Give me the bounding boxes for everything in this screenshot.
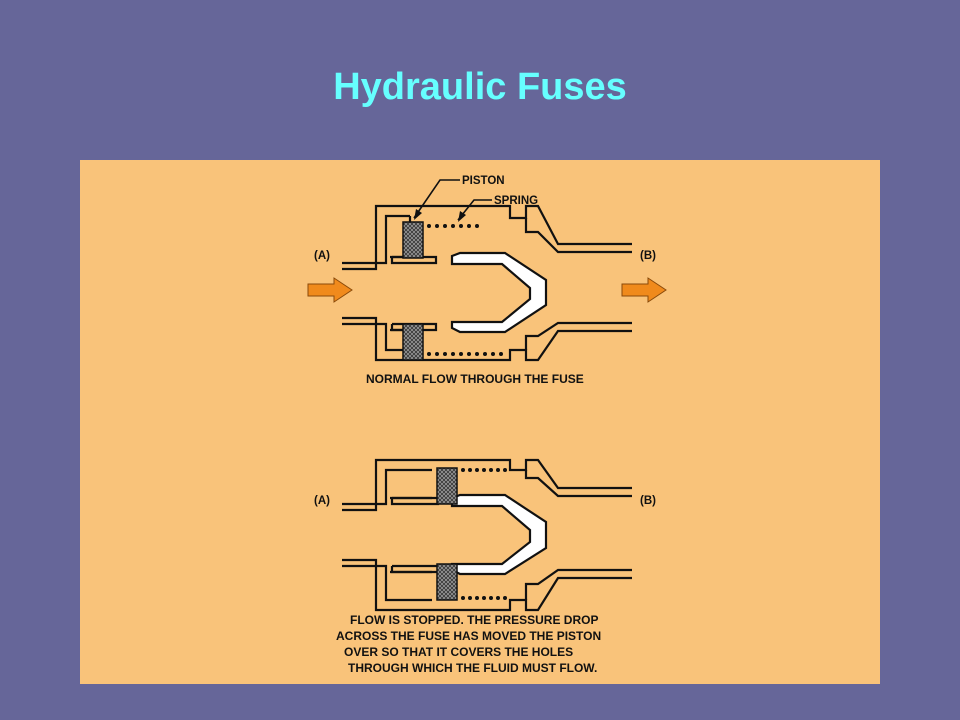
piston-icon <box>436 467 458 505</box>
caption-line: FLOW IS STOPPED. THE PRESSURE DROP <box>350 613 598 627</box>
inlet-sleeve <box>390 255 438 332</box>
caption-normal-flow: NORMAL FLOW THROUGH THE FUSE <box>366 372 584 386</box>
center-poppet <box>450 251 548 334</box>
label-piston: PISTON <box>462 175 505 187</box>
inlet-sleeve <box>390 496 440 574</box>
leader-arrowhead <box>414 209 422 220</box>
piston-icon <box>436 563 458 601</box>
piston-icon <box>402 323 424 361</box>
spring-icon <box>461 468 507 472</box>
fuse-body-outline <box>342 458 632 612</box>
figure-panel: PISTON SPRING (A) (B) NORMAL FLOW THROUG… <box>80 160 880 684</box>
right-arrow-icon <box>307 277 353 303</box>
slide-title: Hydraulic Fuses <box>333 66 627 108</box>
port-b-label: (B) <box>640 495 656 507</box>
caption-line: ACROSS THE FUSE HAS MOVED THE PISTON <box>336 629 601 643</box>
port-a-label: (A) <box>314 495 330 507</box>
label-spring: SPRING <box>494 195 538 207</box>
spring-icon <box>461 596 507 600</box>
leader-arrowhead <box>458 211 466 222</box>
diagram-flow-stopped: (A) (B) FLOW IS STOPPED. THE PRESSURE DR… <box>314 458 656 675</box>
diagram-normal-flow: PISTON SPRING (A) (B) NORMAL FLOW THROUG… <box>307 175 667 386</box>
piston-icon <box>402 221 424 259</box>
caption-line: THROUGH WHICH THE FLUID MUST FLOW. <box>348 661 597 675</box>
caption-line: OVER SO THAT IT COVERS THE HOLES <box>344 645 573 659</box>
right-arrow-icon <box>621 277 667 303</box>
center-poppet <box>450 493 548 576</box>
port-b-label: (B) <box>640 250 656 262</box>
spring-icon <box>427 352 503 356</box>
fuse-body-outline <box>342 204 632 362</box>
port-a-label: (A) <box>314 250 330 262</box>
caption-flow-stopped: FLOW IS STOPPED. THE PRESSURE DROP ACROS… <box>336 613 601 675</box>
fuse-diagrams: PISTON SPRING (A) (B) NORMAL FLOW THROUG… <box>307 175 667 675</box>
spring-icon <box>427 224 479 228</box>
